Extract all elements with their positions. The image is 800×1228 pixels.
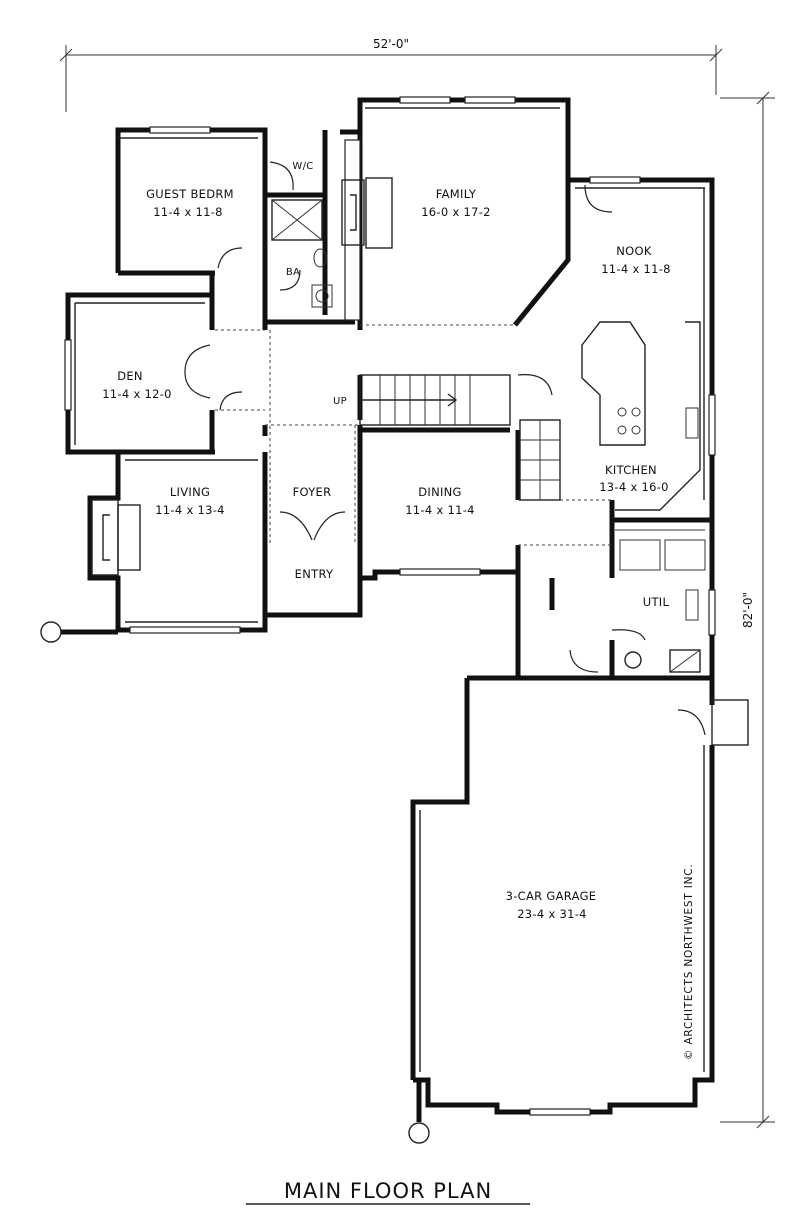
living-name: LIVING	[170, 485, 210, 499]
family-name: FAMILY	[436, 187, 477, 201]
kitchen-island	[581, 321, 646, 446]
fireplaces	[91, 177, 393, 576]
living-size: 11-4 x 13-4	[155, 503, 225, 517]
side-stoop	[711, 699, 749, 746]
plan-title: MAIN FLOOR PLAN	[284, 1179, 492, 1203]
garage-size: 23-4 x 31-4	[517, 907, 587, 921]
bath-label: BA	[286, 267, 300, 278]
copyright-note: © ARCHITECTS NORTHWEST INC.	[683, 863, 695, 1060]
stair-up-label: UP	[333, 396, 347, 407]
den-size: 11-4 x 12-0	[102, 387, 172, 401]
doors	[184, 161, 706, 736]
family-room-outline	[360, 180, 571, 327]
main-stair	[359, 374, 553, 426]
wall-thickness-lines	[74, 107, 705, 1072]
utility-fixtures	[624, 589, 701, 673]
nook-size: 11-4 x 11-8	[601, 262, 671, 276]
basement-stair	[519, 419, 561, 501]
width-dimension-line	[59, 45, 723, 112]
bath-fixtures	[271, 199, 333, 308]
kitchen-counters	[615, 321, 706, 571]
den-name: DEN	[117, 369, 143, 383]
kitchen-size: 13-4 x 16-0	[599, 480, 669, 494]
garage-name: 3-CAR GARAGE	[506, 889, 597, 903]
kitchen-name: KITCHEN	[605, 463, 657, 477]
foyer-name: FOYER	[293, 485, 332, 499]
dining-size: 11-4 x 11-4	[405, 503, 475, 517]
depth-dimension-label: 82'-0"	[741, 592, 755, 628]
nook-name: NOOK	[616, 244, 652, 258]
entry-name: ENTRY	[295, 567, 334, 581]
depth-dimension-line	[720, 91, 775, 1129]
family-size: 16-0 x 17-2	[421, 205, 491, 219]
dining-name: DINING	[418, 485, 462, 499]
porch-posts	[40, 621, 430, 1144]
hall-openings	[215, 329, 612, 546]
width-dimension-label: 52'-0"	[373, 37, 409, 51]
wic-label: W/C	[292, 161, 313, 172]
guest-bedroom-size: 11-4 x 11-8	[153, 205, 223, 219]
guest-bedroom-name: GUEST BEDRM	[146, 187, 234, 201]
util-name: UTIL	[643, 595, 670, 609]
